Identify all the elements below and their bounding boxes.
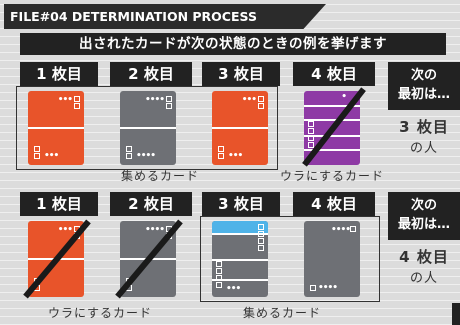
row1-side-title: 次の 最初は… xyxy=(388,62,460,110)
card-dots: •••• xyxy=(144,95,165,105)
row1-label-4: 4 枚目 xyxy=(293,62,375,86)
row2-result-small: の人 xyxy=(409,271,438,286)
card-divider xyxy=(304,119,360,121)
card-dots-bottom: •••• xyxy=(318,283,338,293)
card-highlight xyxy=(212,221,268,233)
card-stack xyxy=(308,121,314,148)
card-divider xyxy=(304,105,360,107)
card-dots: •••• xyxy=(330,225,351,235)
header-bar: 出されたカードが次の状態のときの例を挙げます xyxy=(20,33,446,55)
row2-label-1: 1 枚目 xyxy=(20,192,98,216)
row1-label-3: 3 枚目 xyxy=(202,62,280,86)
card-dots: •••• xyxy=(144,225,165,235)
row1-caption-discard: ウラにするカード xyxy=(279,169,385,183)
row1-result-big: 3 枚目 xyxy=(399,118,449,136)
card-divider xyxy=(212,127,268,129)
card-stack-top xyxy=(166,96,172,109)
row2-card-4: •••• •••• xyxy=(304,221,360,297)
row2-label-3: 3 枚目 xyxy=(202,192,280,216)
card-divider xyxy=(304,149,360,151)
card-divider xyxy=(212,233,268,235)
card-dots-bottom: ••• xyxy=(228,151,243,161)
row1-card-1: ••• ••• xyxy=(28,91,84,165)
row2-label-4: 4 枚目 xyxy=(293,192,375,216)
card-dots: • xyxy=(341,92,347,102)
card-dots: ••• xyxy=(57,95,73,105)
row2-caption-collected: 集めるカード xyxy=(242,306,321,320)
row1-card-2: •••• •••• xyxy=(120,91,176,165)
card-stack-bottom xyxy=(34,146,40,159)
row2-label-2: 2 枚目 xyxy=(110,192,192,216)
card-stack-bottom xyxy=(310,285,316,291)
row1-label-2: 2 枚目 xyxy=(110,62,192,86)
card-dots-bottom: ••• xyxy=(44,151,59,161)
card-divider xyxy=(212,259,268,261)
card-dots: ••• xyxy=(241,95,257,105)
row1-label-1: 1 枚目 xyxy=(20,62,98,86)
card-stack-bottom xyxy=(218,146,224,159)
card-stack-bottom xyxy=(126,146,132,159)
row2-result: 4 枚目 の人 xyxy=(388,246,460,286)
row2-side-title: 次の 最初は… xyxy=(388,192,460,240)
row2-caption-discard: ウラにするカード xyxy=(47,306,153,320)
card-divider xyxy=(212,279,268,281)
row2-card-3: ••• xyxy=(212,221,268,297)
card-divider xyxy=(304,135,360,137)
card-divider xyxy=(28,127,84,129)
card-dots-bottom: •••• xyxy=(136,151,156,161)
card-divider xyxy=(120,127,176,129)
card-dots-bottom: ••• xyxy=(226,284,241,294)
file-tab: FILE#04 DETERMINATION PROCESS xyxy=(4,4,326,29)
card-stack-top xyxy=(350,226,356,232)
card-stack-top xyxy=(258,224,264,251)
row1-caption-collected: 集めるカード xyxy=(120,169,199,183)
card-dots: ••• xyxy=(57,225,73,235)
row1-collected-group xyxy=(16,86,278,170)
row2-collected-group xyxy=(200,216,380,302)
card-stack-bottom xyxy=(216,261,222,288)
card-stack-top xyxy=(258,96,264,109)
card-stack-top xyxy=(74,96,80,109)
row1-result-small: の人 xyxy=(409,141,438,156)
corner-accent xyxy=(452,303,460,325)
row1-result: 3 枚目 の人 xyxy=(388,116,460,156)
row1-card-3: ••• ••• xyxy=(212,91,268,165)
row2-result-big: 4 枚目 xyxy=(399,248,449,266)
